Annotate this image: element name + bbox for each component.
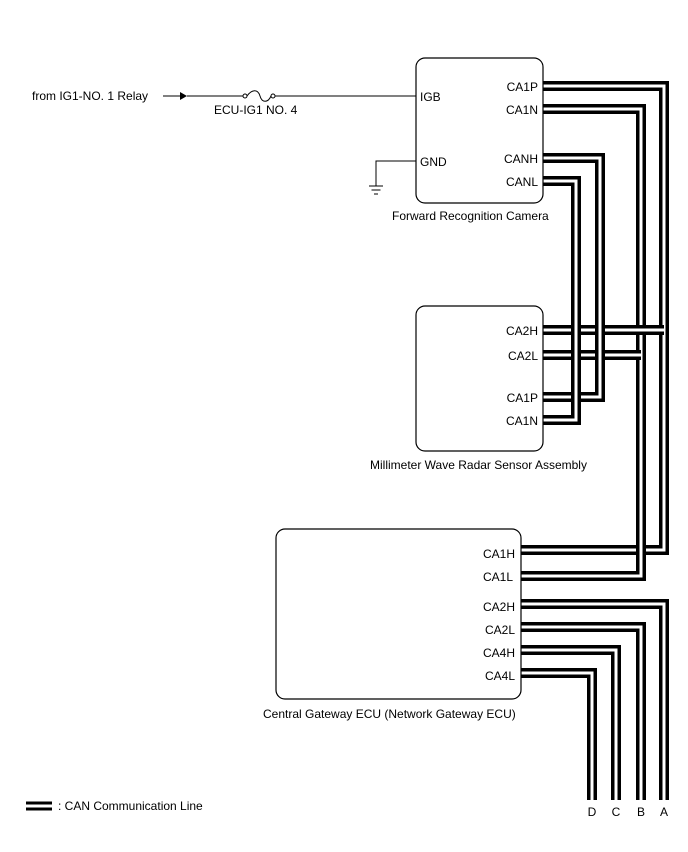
camera-pin-canl: CANL — [506, 175, 538, 189]
connector-c: C — [612, 805, 621, 819]
gateway-pin-ca1h: CA1H — [483, 547, 515, 561]
fuse-icon — [246, 90, 272, 102]
can-line-ca1n-ca1l — [521, 104, 646, 581]
gateway-pin-ca2l: CA2L — [485, 623, 515, 637]
can-line-ca4l-d — [521, 668, 597, 800]
fuse-label: ECU-IG1 NO. 4 — [214, 103, 298, 117]
can-line-ca4h-c — [521, 645, 621, 800]
can-line-canl-radar-ca1n — [543, 176, 581, 425]
legend-label: : CAN Communication Line — [58, 799, 203, 813]
connector-a: A — [660, 805, 668, 819]
central-gateway-ecu: CA1H CA1L CA2H CA2L CA4H CA4L Central Ga… — [263, 528, 522, 721]
gateway-pin-ca2h: CA2H — [483, 600, 515, 614]
can-line-ca1p-ca1h — [521, 81, 669, 555]
can-line-ca2l-b — [521, 622, 646, 800]
radar-pin-ca2h: CA2H — [506, 324, 538, 338]
gateway-label: Central Gateway ECU (Network Gateway ECU… — [263, 707, 516, 721]
can-lines — [521, 81, 669, 800]
radar-label: Millimeter Wave Radar Sensor Assembly — [370, 458, 587, 472]
camera-label: Forward Recognition Camera — [392, 209, 549, 223]
camera-pin-ca1n: CA1N — [506, 103, 538, 117]
camera-pin-igb: IGB — [420, 90, 441, 104]
power-feed: from IG1-NO. 1 Relay ECU-IG1 NO. 4 — [32, 89, 416, 117]
gateway-pin-ca4h: CA4H — [483, 646, 515, 660]
fuse-terminal-left — [242, 93, 248, 99]
legend: : CAN Communication Line — [26, 799, 203, 813]
radar-pin-ca1n: CA1N — [506, 414, 538, 428]
fuse-terminal-right — [270, 93, 276, 99]
gateway-pin-ca1l: CA1L — [483, 570, 513, 584]
source-label: from IG1-NO. 1 Relay — [32, 89, 148, 103]
camera-pin-ca1p: CA1P — [507, 80, 538, 94]
connector-labels: D C B A — [588, 805, 668, 819]
ground — [369, 160, 416, 195]
radar-sensor-assembly: CA2H CA2L CA1P CA1N Millimeter Wave Rada… — [370, 305, 587, 472]
camera-pin-canh: CANH — [504, 152, 538, 166]
camera-pin-gnd: GND — [420, 155, 447, 169]
connector-d: D — [588, 805, 597, 819]
connector-b: B — [637, 805, 645, 819]
radar-pin-ca1p: CA1P — [507, 391, 538, 405]
can-line-ca2h-a — [521, 599, 669, 800]
gateway-pin-ca4l: CA4L — [485, 669, 515, 683]
forward-recognition-camera: IGB GND CA1P CA1N CANH CANL Forward Reco… — [392, 57, 549, 223]
radar-pin-ca2l: CA2L — [508, 349, 538, 363]
arrow-right-icon — [180, 92, 187, 100]
